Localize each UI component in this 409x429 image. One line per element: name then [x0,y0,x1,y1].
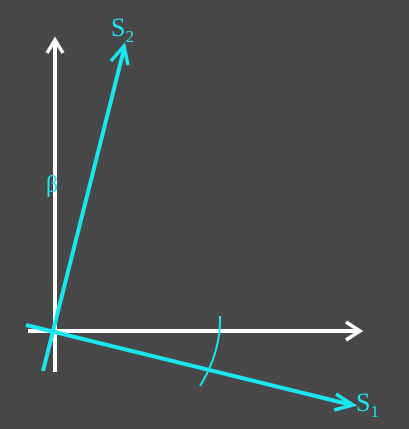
s1-vector-arrowhead [333,392,358,412]
s1-label-main: S [356,388,370,417]
s2-label-subscript: 2 [125,27,134,46]
s1-vector-line [25,323,353,407]
s2-vector-arrowhead [109,42,130,66]
horizontal-axis-arrowhead [345,320,364,342]
s1-label: S1 [356,388,379,421]
s2-label: S2 [111,13,134,46]
angle-arc [199,315,222,387]
s1-label-subscript: 1 [370,402,379,421]
beta-label: β [46,172,58,198]
s2-vector-line [41,48,126,372]
s2-label-main: S [111,13,125,42]
vertical-axis-arrowhead [45,36,65,54]
